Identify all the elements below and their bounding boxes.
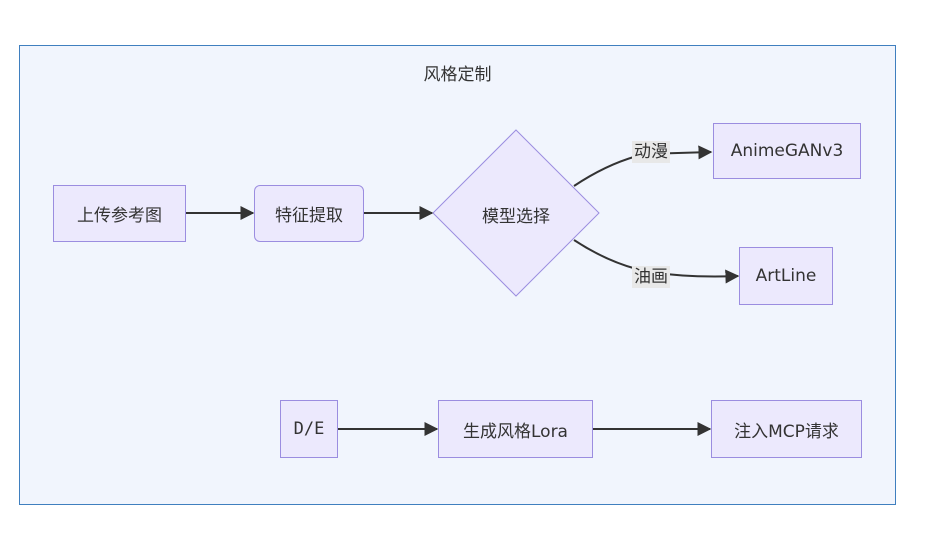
feature-extract-node[interactable]: 特征提取	[254, 185, 364, 242]
de-node[interactable]: D/E	[280, 400, 338, 458]
model-select-diamond[interactable]	[432, 129, 600, 297]
subgraph-title: 风格定制	[423, 65, 492, 85]
animeganv3-node[interactable]: AnimeGANv3	[713, 123, 861, 179]
upload-reference-node[interactable]: 上传参考图	[53, 185, 186, 242]
inject-mcp-node[interactable]: 注入MCP请求	[711, 400, 862, 458]
edge-label-oil: 油画	[632, 266, 670, 288]
generate-lora-node[interactable]: 生成风格Lora	[438, 400, 593, 458]
edge-label-anime: 动漫	[632, 141, 670, 163]
model-select-label: 模型选择	[482, 206, 550, 227]
artline-node[interactable]: ArtLine	[739, 247, 833, 305]
